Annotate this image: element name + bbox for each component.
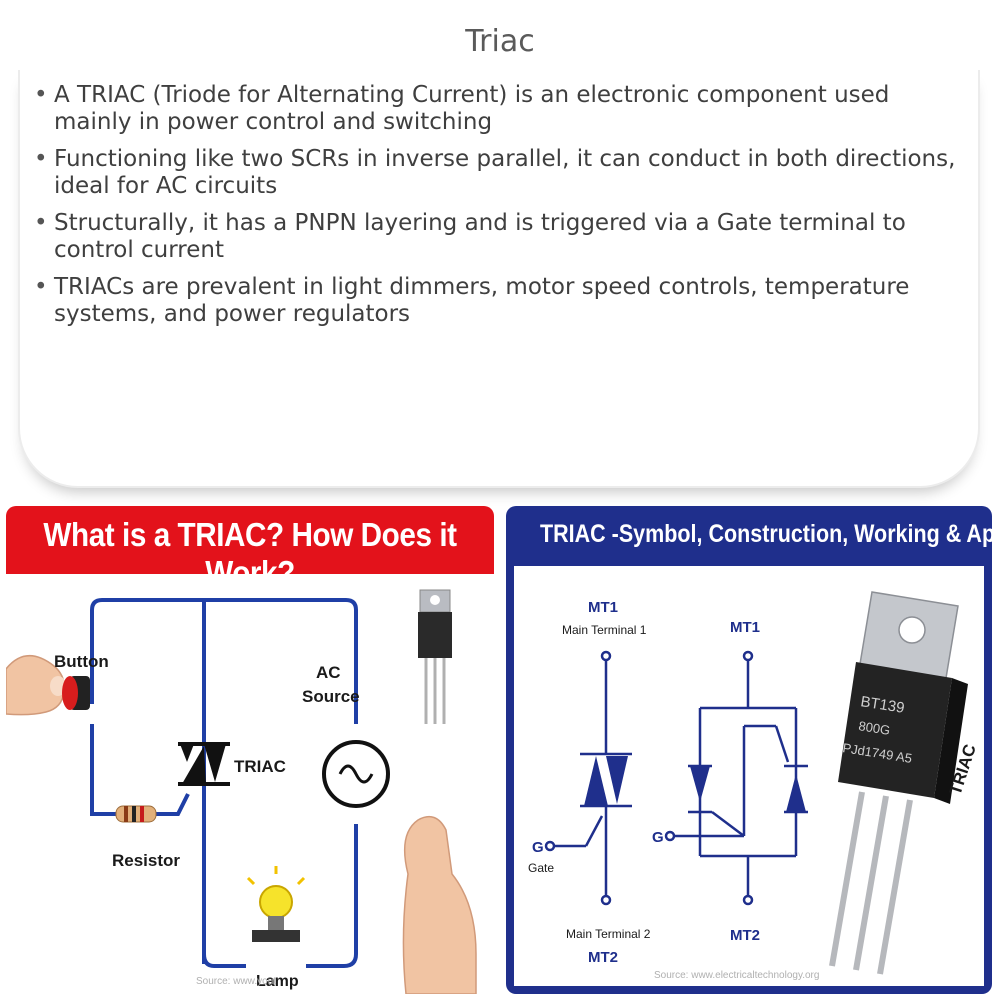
ac-label: AC — [316, 663, 341, 682]
main-terminal-2-label: Main Terminal 2 — [566, 927, 651, 941]
bt139-component-icon: BT139 800G PJd1749 A5 — [829, 591, 968, 975]
bullet-list: A TRIAC (Triode for Alternating Current)… — [34, 82, 974, 338]
bullet-item: A TRIAC (Triode for Alternating Current)… — [34, 82, 974, 136]
triac-circuit-image: What is a TRIAC? How Does it Work? Butto… — [6, 506, 494, 994]
bullet-item: Structurally, it has a PNPN layering and… — [34, 210, 974, 264]
button-label: Button — [54, 652, 109, 671]
mt2-label: MT2 — [588, 949, 618, 966]
main-terminal-1-label: Main Terminal 1 — [562, 623, 647, 637]
page-title: Triac — [465, 24, 535, 59]
chip-text-2: 800G — [858, 718, 892, 738]
resistor-icon — [115, 805, 157, 823]
chip-text-1: BT139 — [859, 693, 905, 717]
left-banner-text: What is a TRIAC? How Does it Work? — [43, 516, 457, 591]
lamp-icon — [246, 866, 306, 942]
source-credit: Source: www.electricaltechnology.org — [654, 970, 819, 981]
triac-symbol-icon — [178, 742, 230, 786]
gate-label: Gate — [528, 861, 554, 875]
scr-pair-icon — [664, 650, 808, 906]
bullet-item: TRIACs are prevalent in light dimmers, m… — [34, 274, 974, 328]
ac-source-icon — [322, 740, 390, 808]
right-banner-text: TRIAC -Symbol, Construction, Working & A… — [540, 520, 992, 548]
mt1-b-label: MT1 — [730, 619, 760, 636]
g-b-label: G — [652, 829, 664, 846]
triac-circuit-diagram: Button Resistor TRIAC AC Source — [6, 589, 477, 994]
bullet-item: Functioning like two SCRs in inverse par… — [34, 146, 974, 200]
triac-label: TRIAC — [234, 757, 286, 776]
right-banner: TRIAC -Symbol, Construction, Working & A… — [506, 506, 992, 562]
source-credit: Source: www.yout — [196, 976, 276, 987]
mt1-label: MT1 — [588, 599, 618, 616]
triac-symbol-diagram: MT1 Main Terminal 1 G Gate Main Terminal… — [528, 591, 980, 981]
triac-symbol-image: TRIAC -Symbol, Construction, Working & A… — [506, 506, 992, 994]
left-banner: What is a TRIAC? How Does it Work? — [6, 506, 494, 591]
lamp-label: Lamp — [256, 973, 299, 990]
g-label: G — [532, 839, 544, 856]
resistor-label: Resistor — [112, 851, 180, 870]
hand-holding-triac-icon — [402, 589, 477, 994]
right-inner-frame: MT1 Main Terminal 1 G Gate Main Terminal… — [514, 566, 984, 986]
push-button-icon — [62, 676, 90, 710]
source-label: Source — [302, 687, 360, 706]
mt2-b-label: MT2 — [730, 927, 760, 944]
